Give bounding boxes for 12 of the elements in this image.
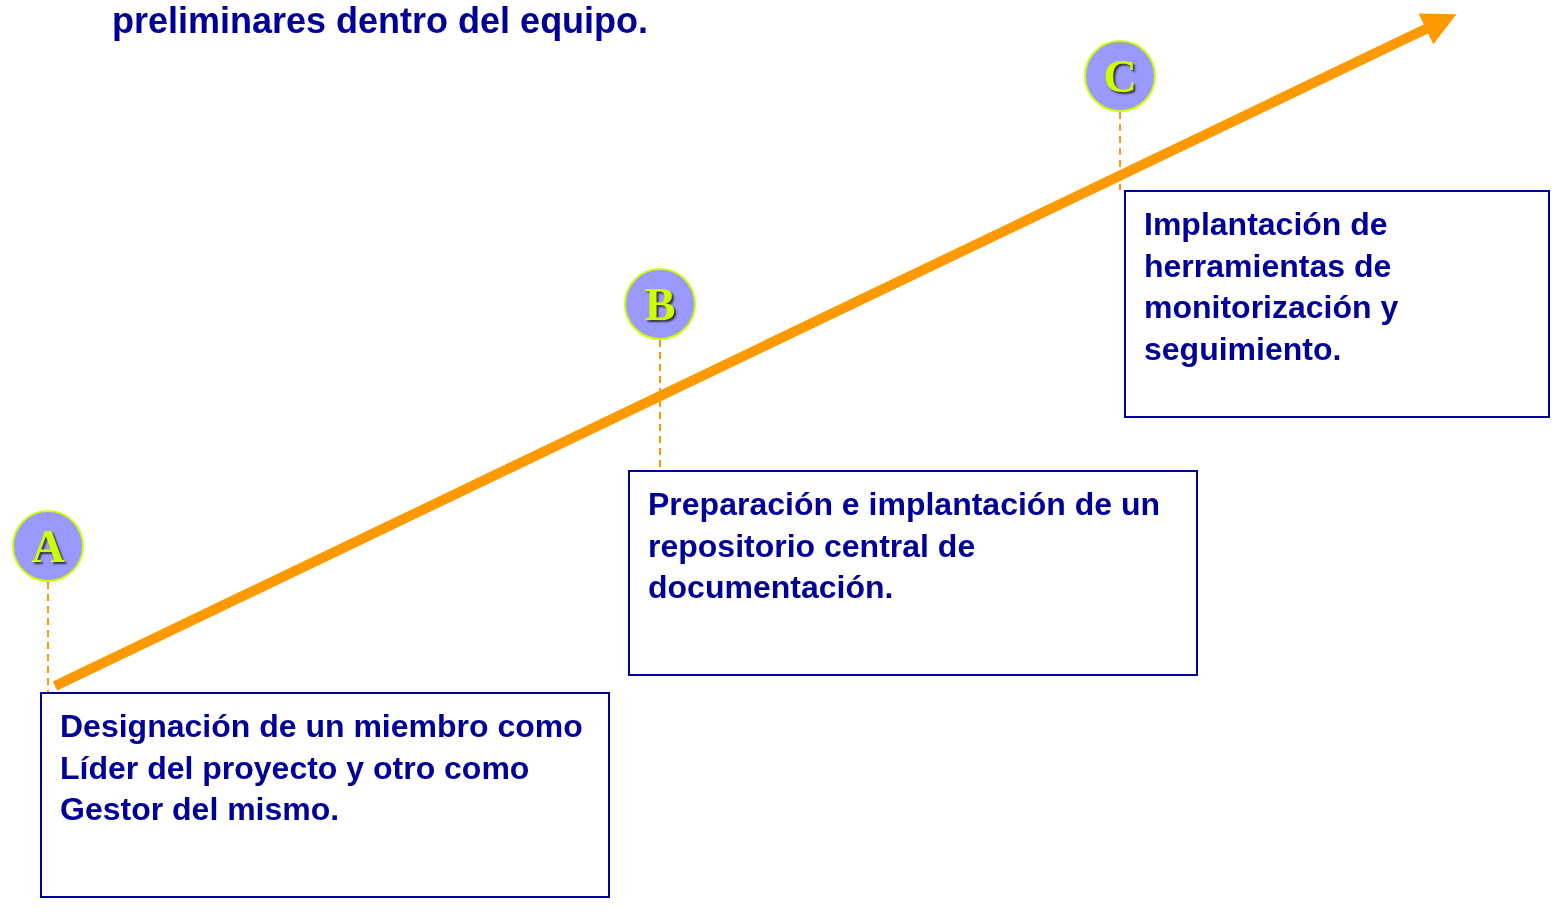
box-text: Implantación de herramientas de monitorización y seguimiento. [1144, 205, 1400, 369]
box-text: Preparación e implantación de un repositorio central de documentación. [648, 485, 1162, 608]
text-box [628, 470, 1198, 676]
leader-line [47, 581, 49, 693]
title: preliminares dentro del equipo. [112, 0, 649, 42]
box-text: Designación de un miembro como Líder del proyecto y otro como Gestor del mismo. [60, 707, 584, 830]
text-box [1124, 190, 1550, 418]
text-box [40, 692, 610, 898]
milestone-circle: B [624, 268, 696, 340]
milestone-circle: C [1084, 40, 1156, 112]
leader-line [1119, 111, 1121, 191]
milestone-circle: A [12, 510, 84, 582]
